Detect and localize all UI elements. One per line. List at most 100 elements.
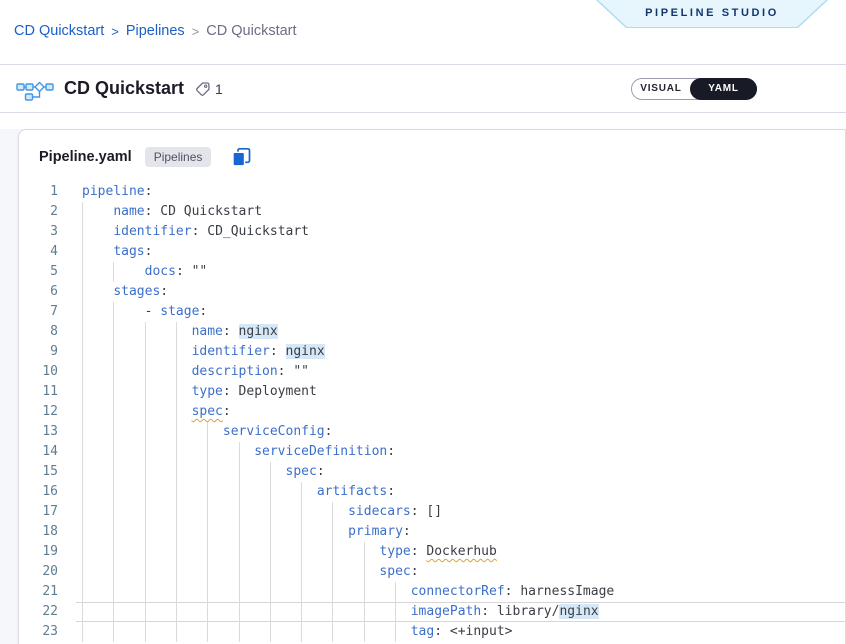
indent-spaces <box>82 424 223 439</box>
code-text[interactable]: serviceDefinition: <box>82 442 395 462</box>
code-text[interactable]: identifier: CD_Quickstart <box>82 222 309 242</box>
pipeline-studio-label: PIPELINE STUDIO <box>645 6 779 19</box>
code-line[interactable]: 3 identifier: CD_Quickstart <box>19 222 845 242</box>
code-text[interactable]: connectorRef: harnessImage <box>82 582 614 602</box>
code-text[interactable]: spec: <box>82 462 325 482</box>
line-number[interactable]: 5 <box>50 264 58 279</box>
line-number[interactable]: 15 <box>42 464 58 479</box>
code-line[interactable]: 10 description: "" <box>19 362 845 382</box>
line-number[interactable]: 14 <box>42 444 58 459</box>
code-line[interactable]: 9 identifier: nginx <box>19 342 845 362</box>
code-line[interactable]: 7 - stage: <box>19 302 845 322</box>
line-number[interactable]: 2 <box>50 204 58 219</box>
line-number[interactable]: 12 <box>42 404 58 419</box>
line-number[interactable]: 9 <box>50 344 58 359</box>
code-text[interactable]: stages: <box>82 282 168 302</box>
indent-guide <box>301 622 303 642</box>
code-text[interactable]: serviceConfig: <box>82 422 332 442</box>
indent-guide <box>144 602 146 622</box>
line-number[interactable]: 7 <box>50 304 58 319</box>
code-text[interactable]: name: CD Quickstart <box>82 202 262 222</box>
indent-guide <box>82 462 83 482</box>
code-text[interactable]: imagePath: library/nginx <box>82 602 599 622</box>
code-line[interactable]: 5 docs: "" <box>19 262 845 282</box>
line-number[interactable]: 17 <box>42 504 58 519</box>
code-text[interactable]: tags: <box>82 242 152 262</box>
breadcrumb-link-project[interactable]: CD Quickstart <box>14 23 105 39</box>
breadcrumb-link-pipelines[interactable]: Pipelines <box>125 23 185 39</box>
code-text[interactable]: - stage: <box>82 302 207 322</box>
token-key: connectorRef <box>410 584 505 599</box>
code-text[interactable]: primary: <box>82 522 411 542</box>
line-number[interactable]: 10 <box>42 364 58 379</box>
code-text[interactable]: description: "" <box>82 362 309 382</box>
line-number[interactable]: 13 <box>42 424 58 439</box>
line-number[interactable]: 8 <box>50 324 58 339</box>
pipeline-studio-tab[interactable]: PIPELINE STUDIO <box>596 0 828 28</box>
code-line[interactable]: 19 type: Dockerhub <box>19 542 845 562</box>
code-text[interactable]: tag: <+input> <box>82 622 513 642</box>
code-text[interactable]: docs: "" <box>82 262 207 282</box>
code-text[interactable]: spec: <box>82 402 231 422</box>
code-text[interactable]: name: nginx <box>82 322 278 342</box>
pipeline-studio-tab-inner: PIPELINE STUDIO <box>596 0 828 27</box>
code-text[interactable]: sidecars: [] <box>82 502 442 522</box>
code-line[interactable]: 14 serviceDefinition: <box>19 442 845 462</box>
line-number[interactable]: 4 <box>50 244 58 259</box>
code-line[interactable]: 12 spec: <box>19 402 845 422</box>
indent-guide <box>301 582 303 602</box>
code-line[interactable]: 22 imagePath: library/nginx <box>19 602 845 622</box>
code-line[interactable]: 4 tags: <box>19 242 845 262</box>
token-val: <+input> <box>449 624 513 639</box>
code-line[interactable]: 21 connectorRef: harnessImage <box>19 582 845 602</box>
visual-toggle-button[interactable]: VISUAL <box>640 83 682 94</box>
code-line[interactable]: 23 tag: <+input> <box>19 622 845 642</box>
indent-guide <box>144 462 146 482</box>
indent-spaces <box>82 544 379 559</box>
line-number[interactable]: 18 <box>42 524 58 539</box>
indent-guide <box>301 602 303 622</box>
line-number[interactable]: 20 <box>42 564 58 579</box>
indent-guide <box>363 602 365 622</box>
token-p: : <box>144 244 153 259</box>
indent-guide <box>113 262 115 282</box>
code-text[interactable]: pipeline: <box>82 182 152 202</box>
breadcrumb-row: CD Quickstart > Pipelines > CD Quickstar… <box>0 0 846 65</box>
line-number[interactable]: 21 <box>42 584 58 599</box>
line-number[interactable]: 3 <box>50 224 58 239</box>
indent-guide <box>301 502 303 522</box>
indent-guide <box>144 422 146 442</box>
copy-icon[interactable] <box>230 146 253 169</box>
code-line[interactable]: 2 name: CD Quickstart <box>19 202 845 222</box>
line-number[interactable]: 19 <box>42 544 58 559</box>
indent-guide <box>113 602 115 622</box>
line-number[interactable]: 6 <box>50 284 58 299</box>
indent-guide <box>144 522 146 542</box>
line-number[interactable]: 23 <box>42 624 58 639</box>
code-text[interactable]: type: Deployment <box>82 382 317 402</box>
code-line[interactable]: 16 artifacts: <box>19 482 845 502</box>
code-line[interactable]: 8 name: nginx <box>19 322 845 342</box>
code-line[interactable]: 6 stages: <box>19 282 845 302</box>
code-line[interactable]: 15 spec: <box>19 462 845 482</box>
code-line[interactable]: 1 pipeline: <box>19 182 845 202</box>
line-number[interactable]: 22 <box>42 604 58 619</box>
code-line[interactable]: 13 serviceConfig: <box>19 422 845 442</box>
code-line[interactable]: 20 spec: <box>19 562 845 582</box>
code-text[interactable]: artifacts: <box>82 482 395 502</box>
indent-guide <box>144 402 146 422</box>
code-line[interactable]: 18 primary: <box>19 522 845 542</box>
code-line[interactable]: 17 sidecars: [] <box>19 502 845 522</box>
yaml-toggle-button[interactable]: YAML <box>690 77 757 100</box>
code-text[interactable]: type: Dockerhub <box>82 542 497 562</box>
code-line[interactable]: 11 type: Deployment <box>19 382 845 402</box>
line-number[interactable]: 1 <box>50 184 58 199</box>
code-text[interactable]: spec: <box>82 562 419 582</box>
code-text[interactable]: identifier: nginx <box>82 342 325 362</box>
line-number[interactable]: 16 <box>42 484 58 499</box>
indent-guide <box>269 562 271 582</box>
line-number[interactable]: 11 <box>42 384 58 399</box>
indent-spaces <box>82 524 348 539</box>
